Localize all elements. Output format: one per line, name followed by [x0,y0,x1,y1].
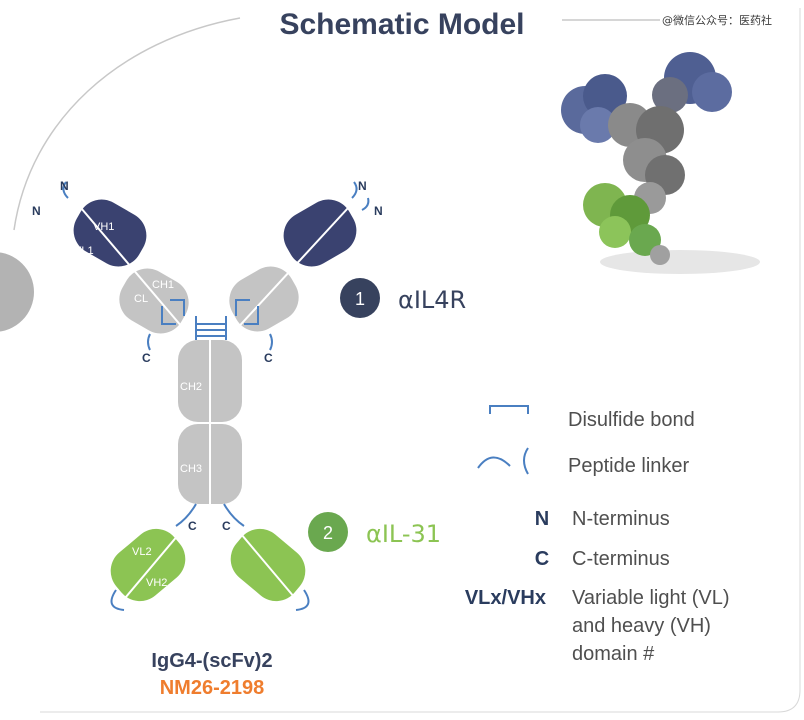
label-vl1: VL1 [74,245,94,257]
label-vl2: VL2 [132,546,152,558]
molecule-format: IgG4-(scFv)2 [151,650,272,672]
frame-arc [13,17,241,231]
right-scfv-linker [223,503,245,527]
c-terminus-left: C [142,351,151,365]
n-terminus-right: N [374,204,383,218]
legend-v-desc-line1: Variable light (VL) [572,587,729,609]
left-scfv-domain [110,528,186,602]
label-ch3: CH3 [180,463,202,475]
legend-c-desc: C-terminus [572,548,670,570]
right-variable-domain [283,199,357,267]
c-terminus-scfv-right: C [222,519,231,533]
peptide-linker-icon [477,447,529,475]
target-callout-il31: 2 αIL-31 [308,512,441,552]
n-terminus-left: N [32,204,41,218]
n-terminus-right-top: N [358,179,367,193]
n-terminus-left-top: N [60,179,69,193]
page-title: Schematic Model [279,8,524,41]
label-ch1: CH1 [152,279,174,291]
label-ch2: CH2 [180,381,202,393]
left-constant-domain [119,268,189,334]
left-variable-domain [73,199,147,267]
target-number-1: 1 [355,289,365,309]
legend-c-key: C [535,548,549,570]
right-scfv-loop [295,589,310,611]
cropped-circle [0,252,34,332]
disulfide-bond-icon [489,405,529,414]
legend-n-key: N [535,508,549,530]
c-terminus-scfv-left: C [188,519,197,533]
right-n-linker [351,181,358,199]
target-badge-2 [308,512,348,552]
watermark: @微信公众号：医药社 [662,13,772,27]
legend-v-key: VLx/VHx [465,587,546,609]
left-scfv-linker [175,503,197,527]
label-cl: CL [134,293,148,305]
target-badge-1 [340,278,380,318]
right-scfv-divider [235,527,301,605]
legend-v-desc-line2: and heavy (VH) [572,615,711,637]
right-n-linker-2 [361,197,370,211]
legend-v-desc-line3: domain # [572,643,655,665]
right-disulfide-bond [235,299,259,325]
right-light-chain-tail [269,333,273,351]
label-vh1: VH1 [93,221,114,233]
target-number-2: 2 [323,523,333,543]
legend: Disulfide bond Peptide linker N N-termin… [465,405,729,665]
protein-structure-image [561,52,760,274]
antibody-schematic: VH1 VL1 CH1 CL CH2 CH3 VL2 VH2 N N N N C… [32,179,383,611]
c-terminus-right: C [264,351,273,365]
legend-linker-text: Peptide linker [568,455,690,477]
label-vh2: VH2 [146,577,167,589]
target-callout-il4r: 1 αIL4R [340,278,466,318]
hinge-disulfide-bonds [195,316,227,340]
target-label-1: αIL4R [398,286,466,314]
legend-disulfide-text: Disulfide bond [568,409,695,431]
left-disulfide-bond [161,299,185,325]
left-scfv-loop [110,589,125,611]
frame-right-edge [40,8,801,713]
right-arm-divider [231,194,361,335]
target-label-2: αIL-31 [366,520,441,548]
left-n-linker [62,181,69,199]
left-scfv-divider [119,527,185,605]
left-arm-divider [69,194,189,335]
legend-n-desc: N-terminus [572,508,670,530]
molecule-name: NM26-2198 [160,677,265,699]
left-light-chain-tail [147,333,151,351]
